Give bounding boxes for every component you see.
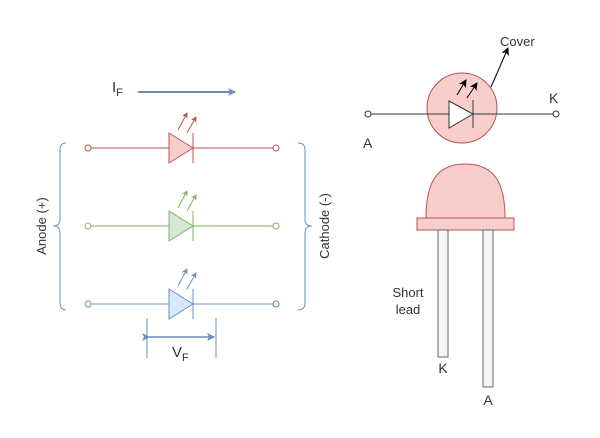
emission-arrow [186, 194, 197, 212]
emission-arrow [466, 82, 478, 99]
diode-triangle [448, 100, 475, 129]
led-flange [416, 217, 515, 231]
symbol-cathode-label: K [549, 90, 559, 106]
cathode-terminal [272, 300, 280, 308]
anode-terminal [84, 222, 92, 230]
emission-arrow [177, 268, 188, 287]
anode-lead [482, 229, 494, 388]
diode-triangle [168, 210, 194, 242]
led-dome [425, 163, 506, 219]
forward-voltage-label: VF [172, 344, 189, 364]
cathode-terminal [272, 222, 280, 230]
emission-arrow [177, 112, 188, 131]
lead-anode-label: A [483, 392, 493, 408]
anode-label: Anode (+) [34, 197, 49, 254]
led-rows [84, 112, 280, 320]
anode-terminal [84, 144, 92, 152]
diode-triangle [168, 288, 194, 320]
short-lead-label-line1: Short [392, 285, 423, 300]
cathode-lead [437, 229, 449, 358]
diode-triangle [168, 132, 194, 164]
led-row-green [84, 190, 280, 242]
cathode-terminal [272, 144, 280, 152]
cathode-terminal [552, 110, 560, 118]
emission-arrow [186, 272, 197, 290]
emission-arrow [177, 190, 188, 209]
symbol-anode-label: A [363, 135, 373, 151]
forward-current-label: IF [112, 79, 123, 99]
lead-cathode-label: K [438, 360, 448, 376]
short-lead-label-line2: lead [396, 302, 421, 317]
cathode-label: Cathode (-) [317, 193, 332, 259]
anode-terminal [364, 110, 372, 118]
cover-label: Cover [500, 34, 535, 49]
emission-arrow [456, 79, 467, 96]
led-row-blue [84, 268, 280, 320]
cover-pointer [490, 47, 509, 88]
cathode-brace [297, 142, 313, 311]
anode-brace [52, 142, 67, 311]
anode-terminal [84, 300, 92, 308]
led-row-red [84, 112, 280, 164]
emission-arrow [186, 116, 197, 134]
